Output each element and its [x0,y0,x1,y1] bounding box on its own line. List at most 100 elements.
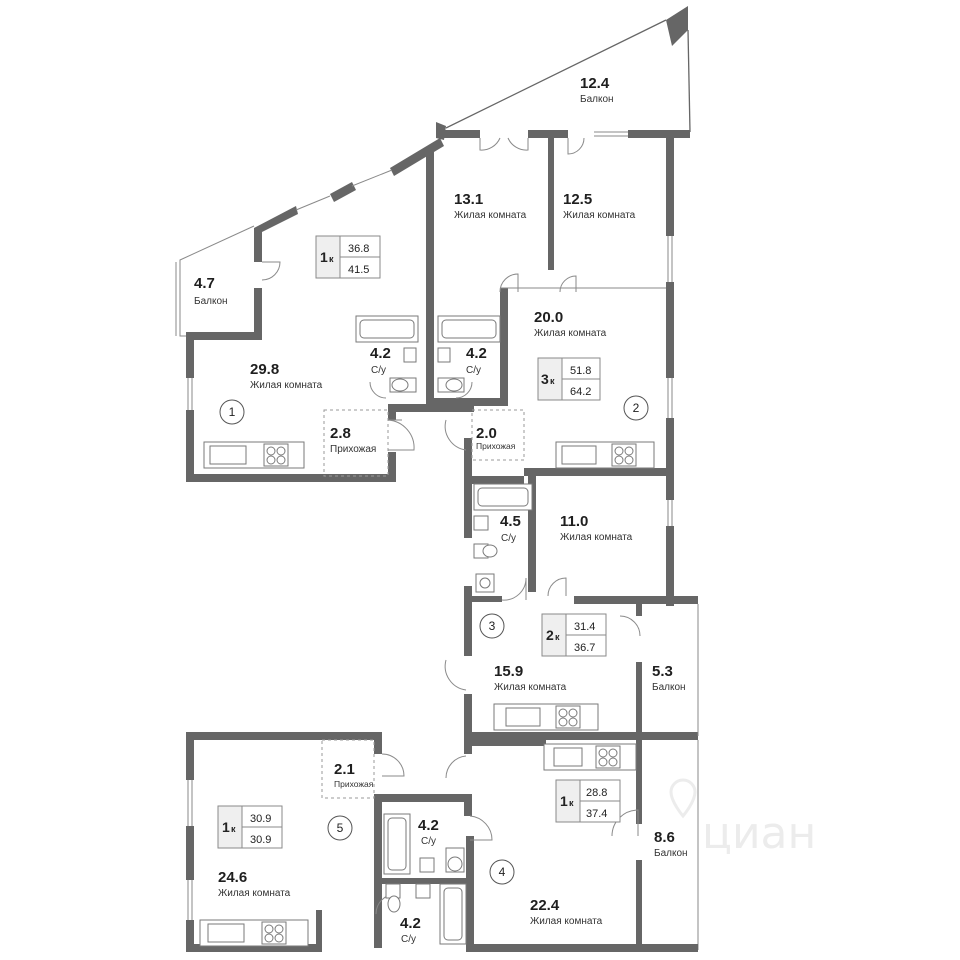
apartment-suffix: к [231,824,236,834]
room-area: 4.2 [400,915,421,932]
room-type: Жилая комната [250,380,323,391]
kitchen-apt1 [203,441,305,469]
hallway-2-1-outline [321,739,375,799]
room-type: Балкон [580,94,614,105]
room-type: Прихожая [476,441,516,451]
room-area: 13.1 [454,191,483,208]
room-type: Жилая комната [563,210,636,221]
apartment-number-5: 5 [327,815,353,841]
hallway-2-0-outline [471,409,525,461]
room-bathroom-4-2-c: 4.2 С/у [418,817,439,847]
fixtures [199,315,655,947]
apartment-rooms: 1 [222,819,230,835]
room-type: Жилая комната [530,916,603,927]
room-area: 2.8 [330,425,351,442]
room-area: 12.5 [563,191,592,208]
apartment-rooms: 1 [320,249,328,265]
room-area: 20.0 [534,309,563,326]
kitchen-apt4 [543,743,637,771]
room-area: 2.1 [334,761,355,778]
room-bathroom-4-2-b: 4.2 С/у [466,345,487,376]
room-type: С/у [421,836,436,847]
room-type: Балкон [652,682,686,693]
apartment-total-area: 37.4 [586,808,607,820]
apartment-badge-2: 3 к 51.8 64.2 [537,357,601,401]
room-balcony-12-4: 12.4 Балкон [580,75,614,105]
apartment-total-area: 30.9 [250,834,271,846]
room-type: Жилая комната [494,682,567,693]
apartment-number-text: 2 [633,401,640,415]
room-living-13-1: 13.1 Жилая комната [454,191,527,221]
bathroom-fixtures-b [437,315,501,393]
room-living-11-0: 11.0 Жилая комната [560,513,633,543]
room-area: 4.7 [194,275,215,292]
room-bathroom-4-2-d: 4.2 С/у [400,915,421,945]
apartment-living-area: 30.9 [250,813,271,825]
hallway-2-8-outline [323,409,389,477]
room-type: Жилая комната [218,888,291,899]
room-type: С/у [401,934,416,945]
room-type: Жилая комната [560,532,633,543]
room-hallway-2-8: 2.8 Прихожая [330,425,376,455]
bathroom-fixtures-apt3 [473,483,533,593]
apartment-total-area: 36.7 [574,642,595,654]
room-balcony-5-3: 5.3 Балкон [652,663,686,693]
apartment-number-2: 2 [623,395,649,421]
apartment-suffix: к [555,632,560,642]
doors [261,137,641,915]
room-area: 22.4 [530,897,560,914]
room-living-15-9: 15.9 Жилая комната [494,663,567,693]
apartment-total-area: 64.2 [570,386,591,398]
room-hallway-2-1: 2.1 Прихожая [334,761,374,789]
location-pin-icon [669,778,697,819]
apartment-living-area: 31.4 [574,621,595,633]
watermark-text: циан [702,808,816,859]
bathroom-fixtures-a [355,315,419,393]
watermark: циан [669,778,816,859]
apartment-badge-1: 1 к 36.8 41.5 [315,235,381,279]
room-area: 12.4 [580,75,610,92]
walls [186,6,699,952]
room-area: 4.2 [370,345,391,362]
apartment-number-1: 1 [219,399,245,425]
bathroom-fixtures-apt5b [385,883,467,945]
balcony-4-7-outline [175,225,255,337]
room-type: Балкон [194,296,228,307]
room-living-24-6: 24.6 Жилая комната [218,869,291,899]
room-type: Жилая комната [534,328,607,339]
room-living-20-0: 20.0 Жилая комната [534,309,607,339]
room-living-29-8: 29.8 Жилая комната [250,361,323,391]
room-area: 29.8 [250,361,279,378]
kitchen-apt5 [199,919,309,947]
apartment-badge-5: 1 к 30.9 30.9 [217,805,283,849]
room-area: 24.6 [218,869,247,886]
room-type: Жилая комната [454,210,527,221]
apartment-living-area: 51.8 [570,365,591,377]
apartment-number-text: 1 [229,405,236,419]
room-balcony-4-7: 4.7 Балкон [194,275,228,307]
room-type: С/у [501,533,516,544]
room-area: 15.9 [494,663,523,680]
room-type: Прихожая [334,779,374,789]
kitchen-apt2 [555,441,655,469]
apartment-number-4: 4 [489,859,515,885]
room-area: 2.0 [476,425,497,442]
room-type: Балкон [654,848,688,859]
room-living-22-4: 22.4 Жилая комната [530,897,603,927]
room-type: С/у [371,365,386,376]
kitchen-apt3 [493,703,599,731]
apartment-total-area: 41.5 [348,264,369,276]
apartment-suffix: к [569,798,574,808]
apartment-living-area: 28.8 [586,787,607,799]
room-balcony-8-6: 8.6 Балкон [654,829,688,859]
room-area: 11.0 [560,513,588,530]
apartment-suffix: к [550,376,555,386]
apartment-rooms: 1 [560,793,568,809]
apartment-number-text: 4 [499,865,506,879]
room-area: 8.6 [654,829,675,846]
room-bathroom-4-5: 4.5 С/у [500,513,521,544]
apartment-suffix: к [329,254,334,264]
bathroom-fixtures-apt5a [383,813,465,875]
apartment-number-3: 3 [479,613,505,639]
